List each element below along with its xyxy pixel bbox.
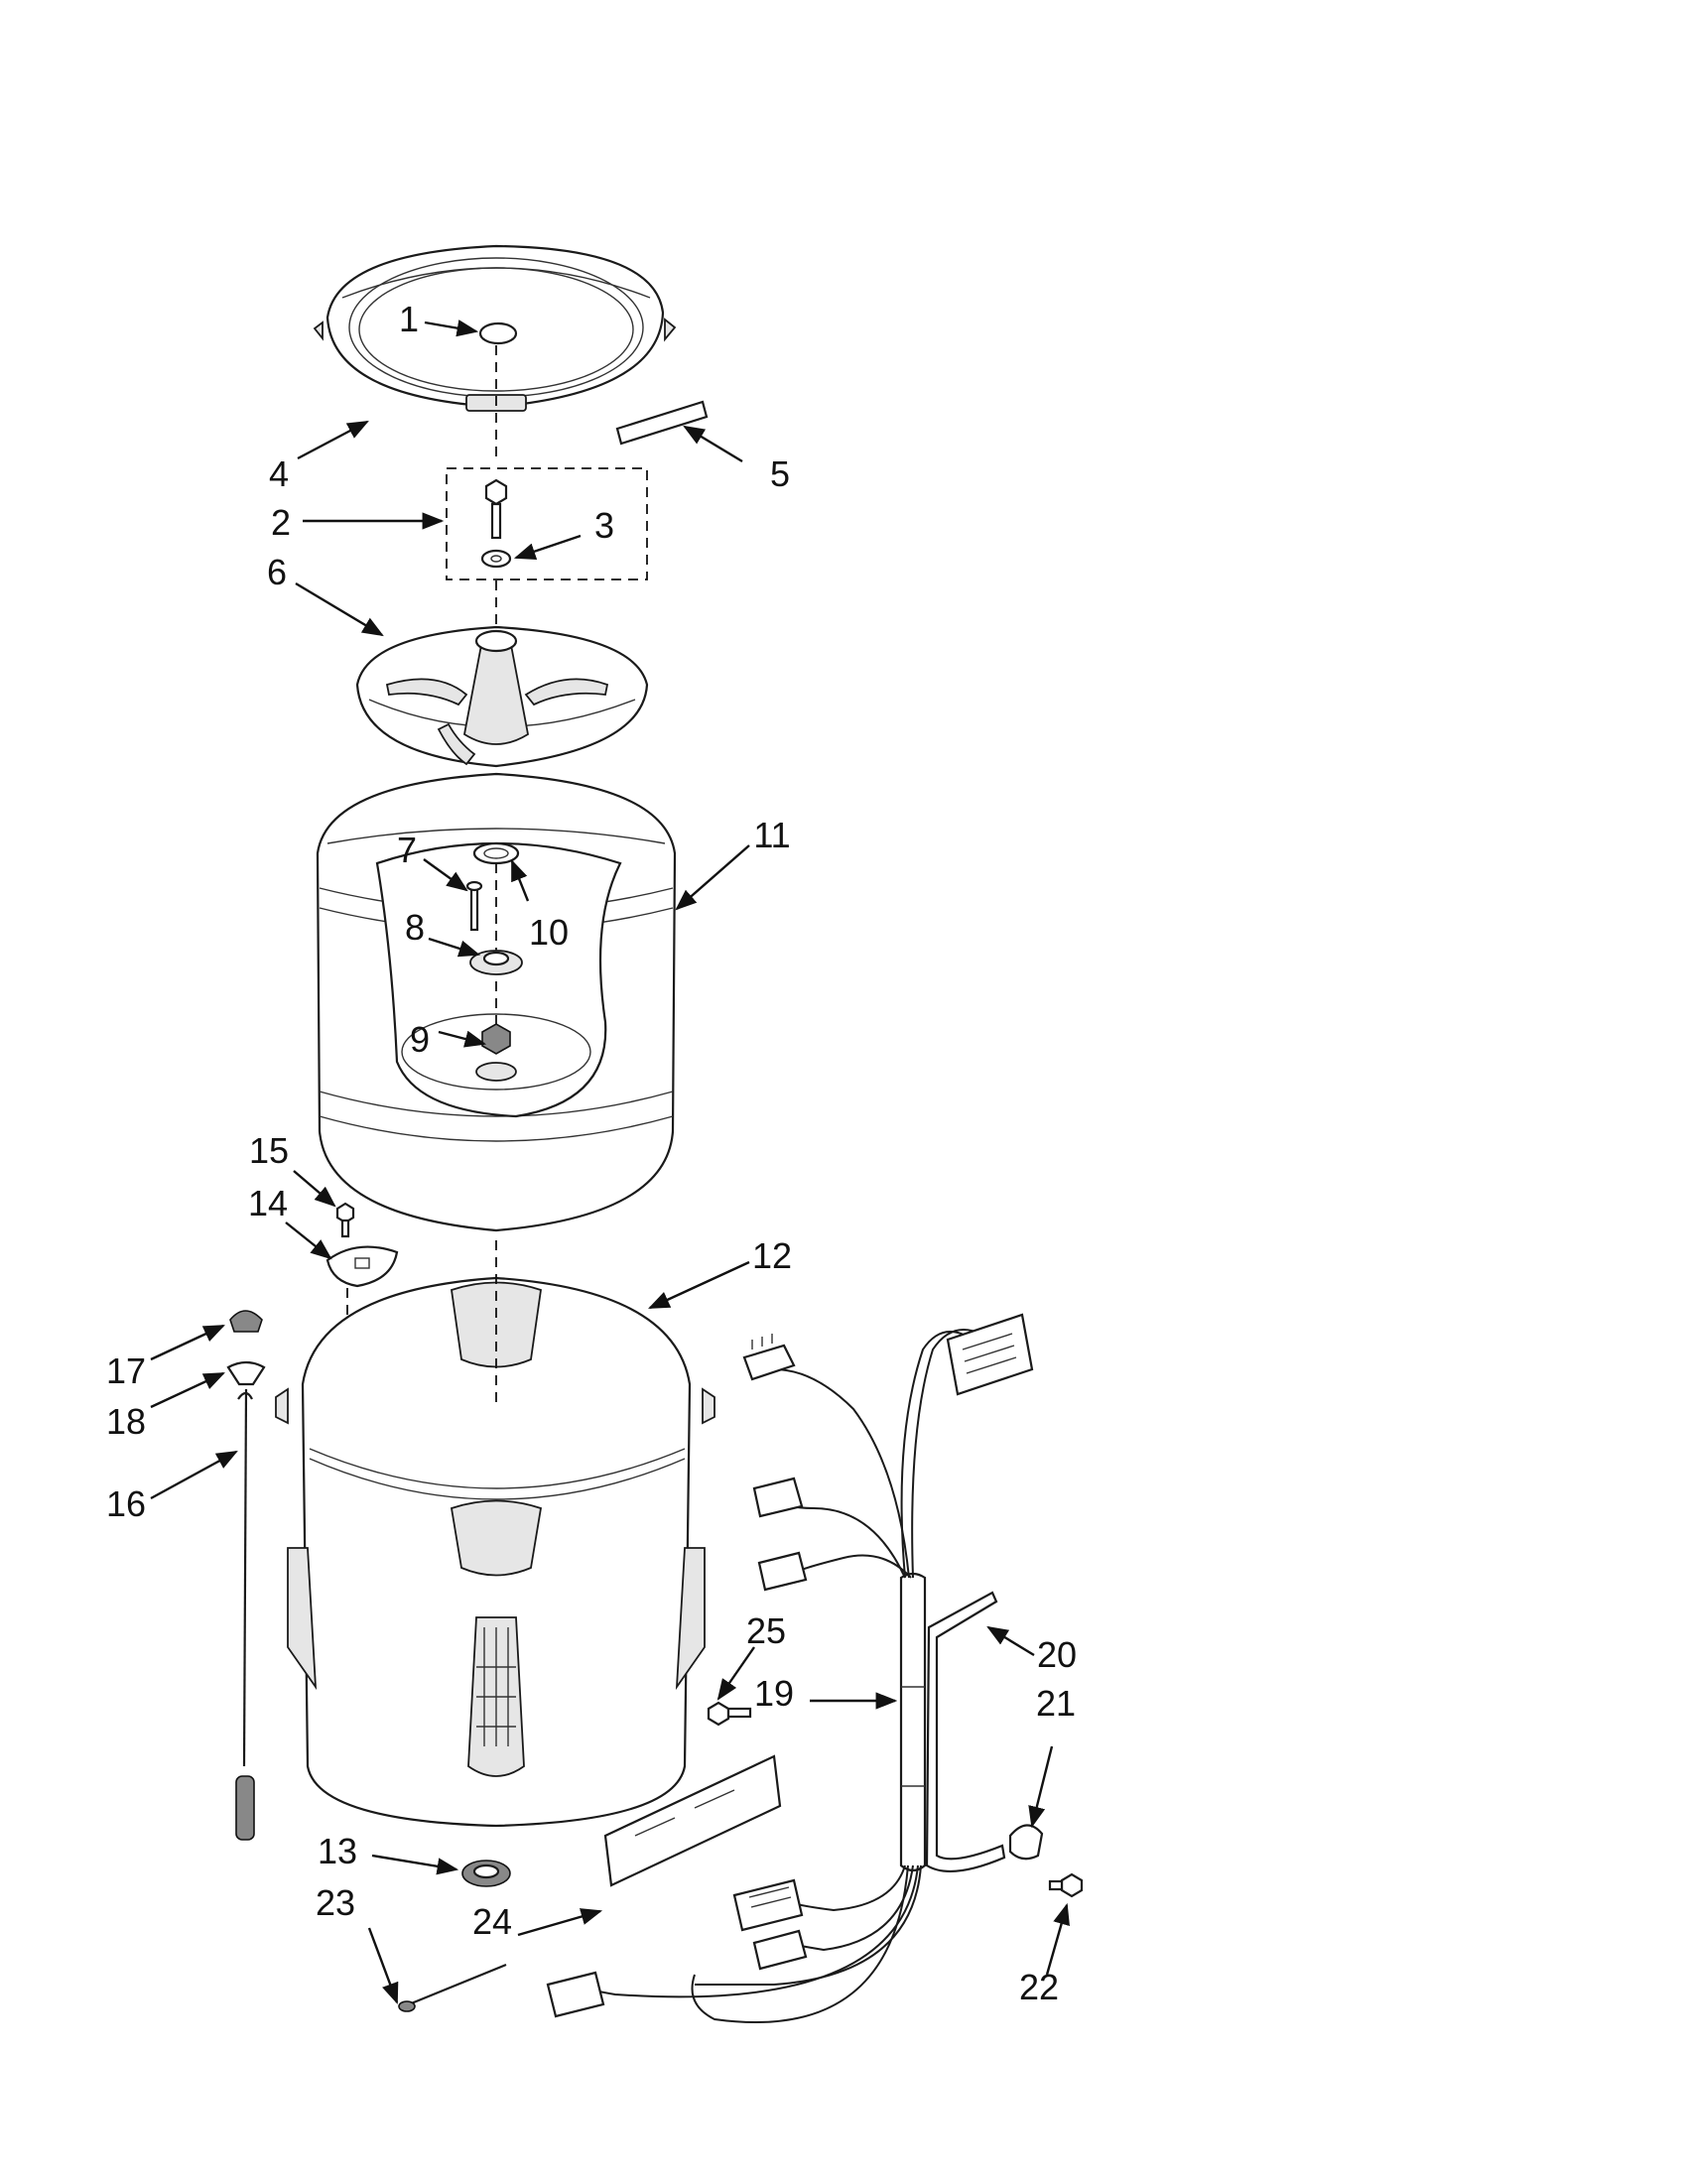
outer-tub: [275, 1240, 715, 1828]
basket: [316, 772, 677, 1232]
callout-25: 25: [745, 1610, 787, 1651]
drain-hose: [925, 1591, 1006, 1873]
vent-cup: [226, 1360, 266, 1386]
connector-low-1: [732, 1878, 804, 1932]
callout-5: 5: [769, 453, 791, 494]
callout-10: 10: [528, 912, 570, 953]
clamp-screw: [1048, 1872, 1084, 1898]
callout-23: 23: [315, 1882, 356, 1923]
washer: [480, 549, 512, 569]
connector-block-top: [946, 1313, 1034, 1396]
control-board: [603, 1754, 782, 1887]
connector-mid-2: [757, 1551, 808, 1592]
callout-9: 9: [409, 1019, 431, 1060]
callout-19: 19: [753, 1673, 795, 1714]
callout-8: 8: [404, 907, 426, 948]
callout-6: 6: [266, 552, 288, 592]
callout-13: 13: [317, 1831, 358, 1871]
damper-strip: [615, 400, 709, 446]
callout-3: 3: [593, 505, 615, 546]
callout-12: 12: [751, 1235, 793, 1276]
connector-low-2: [752, 1929, 808, 1971]
hub-nut: [472, 841, 520, 865]
callout-11: 11: [753, 815, 791, 855]
agitator-bolt: [484, 478, 508, 540]
callout-18: 18: [105, 1401, 147, 1442]
mounting-bracket: [325, 1245, 399, 1288]
callout-2: 2: [270, 502, 292, 543]
callout-7: 7: [396, 830, 418, 870]
drive-hub: [469, 950, 523, 975]
connector-small-top: [742, 1334, 796, 1381]
hose-clamp: [1008, 1824, 1044, 1861]
callout-15: 15: [248, 1130, 290, 1171]
callout-1: 1: [398, 299, 420, 339]
callout-20: 20: [1036, 1634, 1078, 1675]
callout-4: 4: [268, 453, 290, 494]
kit-box: [446, 467, 648, 580]
callout-16: 16: [105, 1483, 147, 1524]
callout-17: 17: [105, 1350, 147, 1391]
connector-mid-1: [752, 1477, 804, 1518]
ground-screw: [398, 1963, 507, 2012]
callout-22: 22: [1018, 1967, 1060, 2007]
tub-seal: [461, 1860, 511, 1887]
board-fastener: [707, 1701, 752, 1727]
leader-lines: [150, 320, 1070, 2005]
callout-21: 21: [1035, 1683, 1077, 1724]
tub-ring-cap: [478, 321, 518, 345]
bracket-bolt: [335, 1202, 355, 1238]
connector-bottom: [546, 1971, 605, 2018]
impeller: [355, 625, 649, 768]
callout-14: 14: [247, 1183, 289, 1223]
vent-cap: [229, 1310, 263, 1333]
callout-24: 24: [471, 1901, 513, 1942]
basket-screw: [465, 880, 483, 932]
pressure-tube: [235, 1388, 255, 1841]
wire-harness: [575, 1329, 983, 2023]
spline-nut: [475, 1023, 517, 1082]
